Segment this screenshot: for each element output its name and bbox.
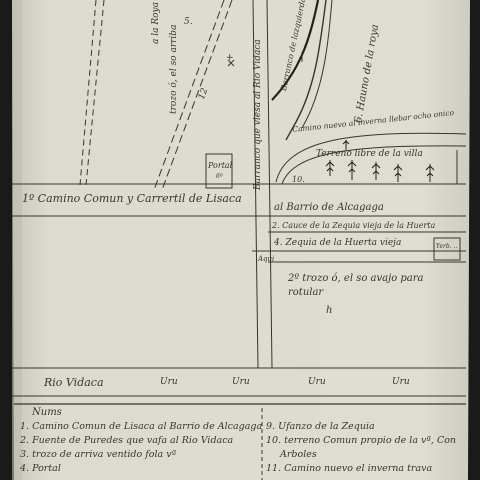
tree-marks	[325, 140, 435, 182]
legend-left-item-3: 3. trozo de arriva ventido fola vª	[20, 449, 177, 460]
trozo-rotular-label: 2º trozo ó, el so avajo para rotular	[288, 273, 424, 298]
trozo-arriba-label: trozo ó, el so arriba	[169, 24, 179, 114]
rotular-letter: h	[326, 305, 333, 316]
legend-right-item-2: 10. terreno Comun propio de la vª, Con	[266, 435, 457, 446]
legend-left-item-1: 1. Camino Comun de Lisaca al Barrio de A…	[20, 421, 263, 432]
rio-mark-1: Uru	[160, 377, 178, 387]
rio-mark-4: Uru	[392, 377, 410, 387]
camino-nuevo-curve	[275, 132, 467, 183]
legend-right-item-3: Arboles	[280, 449, 317, 460]
tierra-num: 10.	[292, 175, 305, 184]
barrio-label: al Barrio de Alcagaga	[274, 202, 384, 213]
rio-mark-2: Uru	[232, 377, 250, 387]
arrow-mark: +	[226, 53, 234, 63]
legend-right-item-4: 11. Camino nuevo el inverna trava	[266, 463, 433, 474]
num-5: 5.	[184, 17, 193, 27]
far-right-box-label: Yerb. ..	[436, 243, 458, 250]
zequia-label: 4. Zequia de la Huerta vieja	[274, 238, 402, 248]
vertical-road-label: Barranco que viesa al Rio Vidaca	[253, 39, 263, 190]
tierra-label: Terreno libre de la villa	[316, 149, 423, 159]
vertical-road-line	[252, 0, 259, 369]
rio-vidaca-label: Rio Vidaca	[44, 376, 104, 389]
portal-box	[205, 153, 233, 189]
dashed-road-left	[85, 0, 105, 186]
portal-sub-label: 6º	[216, 173, 223, 180]
top-left-text: a la Roya	[151, 2, 161, 44]
legend-title: Nums	[32, 407, 62, 418]
camino-comun-label: 1º Camino Comun y Carrertil de Lisaca	[22, 192, 242, 205]
legend-left-item-4: 4. Portal	[20, 463, 61, 474]
dashed-road-diagonal	[161, 0, 233, 191]
legend: Nums 1. Camino Comun de Lisaca al Barrio…	[20, 408, 460, 480]
legend-left-item-2: 2. Fuente de Puredes que vafa al Rio Vid…	[20, 435, 234, 446]
rio-mark-3: Uru	[308, 377, 326, 387]
cauce-label: 2. Cauce de la Zequia vieja de la Huerta	[272, 221, 436, 230]
paper	[12, 0, 470, 480]
acequia-mark: Aqui	[258, 255, 275, 263]
legend-right-item-1: 9. Ufanzo de la Zequia	[266, 421, 375, 432]
portal-label: Portal	[208, 161, 233, 170]
